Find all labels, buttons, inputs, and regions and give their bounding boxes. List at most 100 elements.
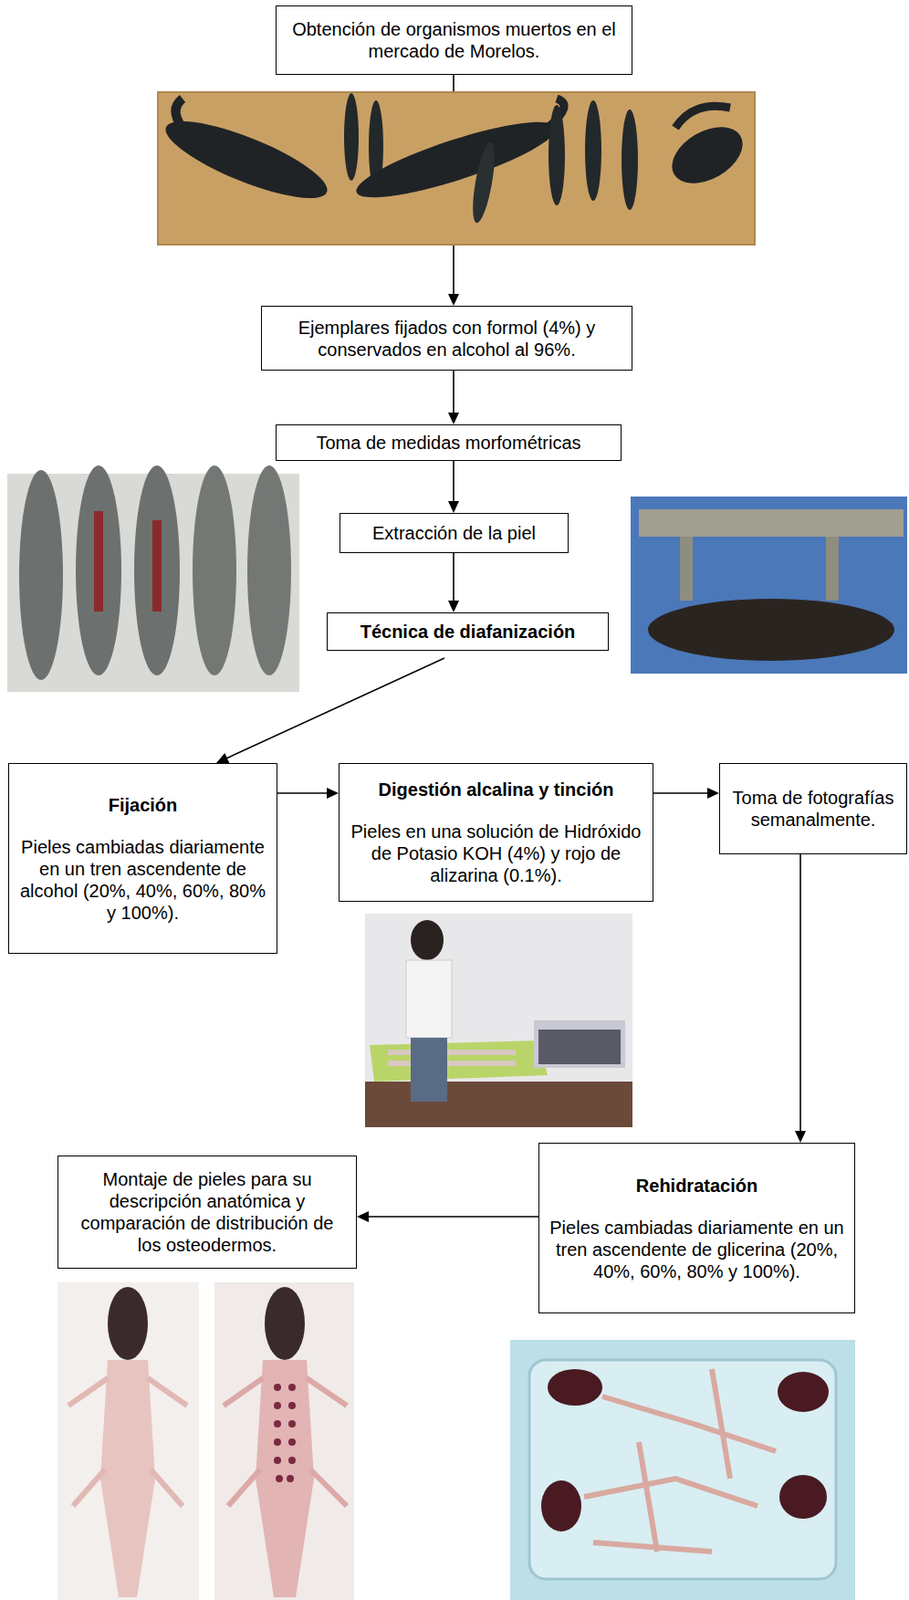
photo-detail xyxy=(779,1474,827,1519)
photo-detail xyxy=(410,919,444,961)
photo-detail xyxy=(68,1378,188,1506)
flow-arrow xyxy=(799,854,802,1134)
arrow-head xyxy=(326,787,339,799)
photo-detail xyxy=(825,536,839,601)
step-text: Pieles cambiadas diariamente en un tren … xyxy=(548,1216,846,1283)
photo-detail xyxy=(273,1383,282,1391)
step-box: RehidrataciónPieles cambiadas diariament… xyxy=(538,1142,856,1314)
step-text: Extracción de la piel xyxy=(349,522,559,544)
photo-detail xyxy=(777,1371,829,1412)
step-box: Digestión alcalina y tinciónPieles en un… xyxy=(338,762,654,902)
photo-detail xyxy=(275,1474,283,1483)
photo-detail xyxy=(286,1474,294,1483)
photo-lab xyxy=(365,913,633,1128)
flow-arrow xyxy=(365,1215,539,1218)
photo-detail xyxy=(647,598,895,661)
process-box: Obtención de organismos muertos en el me… xyxy=(275,5,633,75)
photo-measurement xyxy=(630,496,908,674)
arrow-head xyxy=(448,501,460,513)
photo-detail xyxy=(255,1359,314,1598)
photo-detail xyxy=(288,1383,296,1391)
process-box: Toma de medidas morfométricas xyxy=(275,424,622,461)
step-text: Toma de fotografías semanalmente. xyxy=(729,786,898,831)
step-heading: Fijación xyxy=(18,794,268,816)
step-box: FijaciónPieles cambiadas diariamente en … xyxy=(8,762,278,954)
photo-detail xyxy=(387,1060,516,1066)
photo-tray xyxy=(510,1339,856,1600)
process-box: Toma de fotografías semanalmente. xyxy=(719,762,908,855)
photo-detail xyxy=(134,465,180,676)
photo-detail xyxy=(157,92,755,245)
photo-detail xyxy=(273,1401,282,1410)
photo-detail xyxy=(547,1368,603,1406)
photo-detail xyxy=(94,511,104,612)
photo-detail xyxy=(288,1456,296,1464)
arrow-head xyxy=(448,412,460,425)
step-text: Obtención de organismos muertos en el me… xyxy=(285,18,623,63)
photo-detail xyxy=(288,1438,296,1446)
photo-detail xyxy=(100,1359,156,1598)
process-box: Técnica de diafanización xyxy=(326,612,609,651)
photo-detail xyxy=(675,105,731,128)
photo-board xyxy=(157,92,755,245)
arrow-head xyxy=(794,1130,806,1143)
arrow-head xyxy=(448,600,460,613)
photo-detail xyxy=(548,104,565,206)
photo-detail xyxy=(247,465,292,676)
flow-arrow xyxy=(452,460,455,504)
photo-skinning xyxy=(7,465,300,692)
photo-detail xyxy=(541,1480,582,1532)
photo-detail xyxy=(288,1401,296,1410)
photo-detail xyxy=(406,960,452,1038)
photo-detail xyxy=(273,1456,282,1464)
process-box: Montaje de pieles para su descripción an… xyxy=(57,1155,357,1269)
photo-detail xyxy=(630,496,908,674)
photo-detail xyxy=(585,100,602,201)
step-text: Montaje de pieles para su descripción an… xyxy=(67,1168,347,1256)
arrow-head xyxy=(448,293,460,306)
photo-detail xyxy=(223,1378,347,1506)
photo-detail xyxy=(510,1339,856,1600)
photo-detail xyxy=(273,1383,296,1483)
step-text: Ejemplares fijados con formol (4%) y con… xyxy=(271,316,623,361)
process-box: Extracción de la piel xyxy=(339,512,569,554)
photo-detail xyxy=(192,465,237,676)
step-text: Técnica de diafanización xyxy=(336,620,599,643)
photo-skin-b xyxy=(214,1282,355,1600)
photo-detail xyxy=(602,1396,776,1452)
arrow-head xyxy=(707,787,720,799)
photo-detail xyxy=(288,1420,296,1428)
step-text: Pieles cambiadas diariamente en un tren … xyxy=(18,835,268,924)
photo-detail xyxy=(75,465,122,676)
process-box: Ejemplares fijados con formol (4%) y con… xyxy=(261,305,633,371)
photo-detail xyxy=(638,1441,658,1552)
photo-detail xyxy=(365,913,633,1128)
step-text: Toma de medidas morfométricas xyxy=(285,431,612,454)
step-text: Pieles en una solución de Hidróxido de P… xyxy=(348,820,644,887)
photo-detail xyxy=(344,93,359,181)
photo-detail xyxy=(711,1368,731,1479)
photo-detail xyxy=(107,1286,148,1360)
step-heading: Digestión alcalina y tinción xyxy=(348,778,644,801)
photo-detail xyxy=(621,109,638,210)
photo-detail xyxy=(387,1049,516,1056)
photo-detail xyxy=(533,1020,626,1068)
photo-detail xyxy=(593,1542,712,1552)
photo-detail xyxy=(679,536,693,601)
step-heading: Rehidratación xyxy=(548,1174,846,1197)
photo-detail xyxy=(529,1359,836,1579)
photo-skin-a xyxy=(57,1282,199,1600)
flow-arrow xyxy=(653,792,711,795)
photo-detail xyxy=(273,1420,282,1428)
photo-detail xyxy=(584,1478,758,1506)
photo-detail xyxy=(214,1282,355,1600)
photo-detail xyxy=(468,140,499,225)
photo-detail xyxy=(638,509,904,537)
photo-detail xyxy=(157,92,755,245)
flow-arrow xyxy=(277,792,330,795)
photo-detail xyxy=(365,1081,633,1128)
flow-arrow xyxy=(452,370,455,416)
photo-detail xyxy=(19,470,63,680)
photo-detail xyxy=(410,1037,448,1102)
photo-detail xyxy=(176,98,184,128)
